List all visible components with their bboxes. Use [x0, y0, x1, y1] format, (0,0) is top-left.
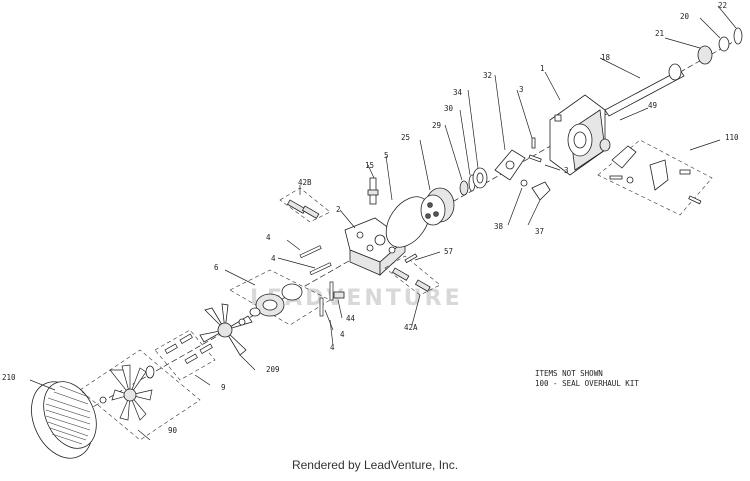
bolt-set-9 [154, 329, 216, 381]
callout-9: 9 [221, 383, 226, 392]
callout-20: 20 [680, 12, 690, 21]
plug-44 [333, 291, 345, 299]
swashplate-32 [494, 149, 526, 181]
note-line-2: 100 - SEAL OVERHAUL KIT [535, 379, 639, 388]
housing-1 [549, 94, 606, 176]
seals-29-30-34 [459, 167, 488, 196]
footer-credit: Rendered by LeadVenture, Inc. [291, 458, 459, 472]
bearing-21 [697, 45, 713, 65]
leader-lines [29, 5, 737, 441]
callout-209: 209 [266, 365, 280, 374]
bracket-37 [531, 181, 551, 201]
callout-25: 25 [401, 133, 410, 142]
screw-57 [404, 253, 418, 264]
gasket-5 [385, 196, 431, 248]
callout-49: 49 [648, 101, 657, 110]
callout-4d: 4 [330, 343, 335, 352]
check-valve-42A [384, 255, 441, 296]
note-line-1: ITEMS NOT SHOWN [535, 369, 603, 378]
cylinder-block-25 [420, 187, 455, 226]
input-shaft-18 [604, 63, 685, 117]
callout-22: 22 [718, 1, 727, 10]
bolts-4 [299, 245, 334, 317]
fan-shroud-210 [31, 381, 97, 459]
callout-3a: 3 [519, 85, 524, 94]
callout-labels: 210 90 9 209 6 42B 4 4 2 15 5 25 29 30 3… [2, 1, 739, 435]
callout-4a: 4 [266, 233, 271, 242]
callout-21: 21 [655, 29, 664, 38]
valve-15 [367, 177, 379, 205]
callout-4c: 4 [340, 330, 345, 339]
callout-2: 2 [336, 205, 341, 214]
callout-110: 110 [725, 133, 739, 142]
callout-210: 210 [2, 373, 16, 382]
callout-15: 15 [365, 161, 374, 170]
control-arm-assembly-110 [597, 139, 713, 216]
retaining-ring-22 [733, 27, 743, 45]
callout-4b: 4 [271, 254, 276, 263]
callout-5: 5 [384, 151, 389, 160]
callout-30: 30 [444, 104, 454, 113]
callout-1: 1 [540, 64, 545, 73]
washer-38 [520, 179, 528, 187]
callout-32: 32 [483, 71, 492, 80]
callout-38: 38 [494, 222, 504, 231]
check-valve-42B [279, 187, 331, 223]
callout-3b: 3 [564, 166, 569, 175]
callout-18: 18 [601, 53, 611, 62]
seal-49 [599, 138, 611, 152]
callout-57: 57 [444, 247, 453, 256]
end-plate-group-6 [229, 269, 331, 326]
callout-34: 34 [453, 88, 463, 97]
fan-assembly-90 [79, 349, 201, 441]
callout-90: 90 [168, 426, 178, 435]
star-bracket-209 [199, 303, 253, 356]
callout-44: 44 [346, 314, 356, 323]
pins-3 [528, 137, 542, 163]
callout-29: 29 [432, 121, 441, 130]
callout-42A: 42A [404, 323, 418, 332]
callout-42B: 42B [298, 178, 312, 187]
washer-20 [718, 36, 730, 52]
callout-37: 37 [535, 227, 544, 236]
callout-6: 6 [214, 263, 219, 272]
